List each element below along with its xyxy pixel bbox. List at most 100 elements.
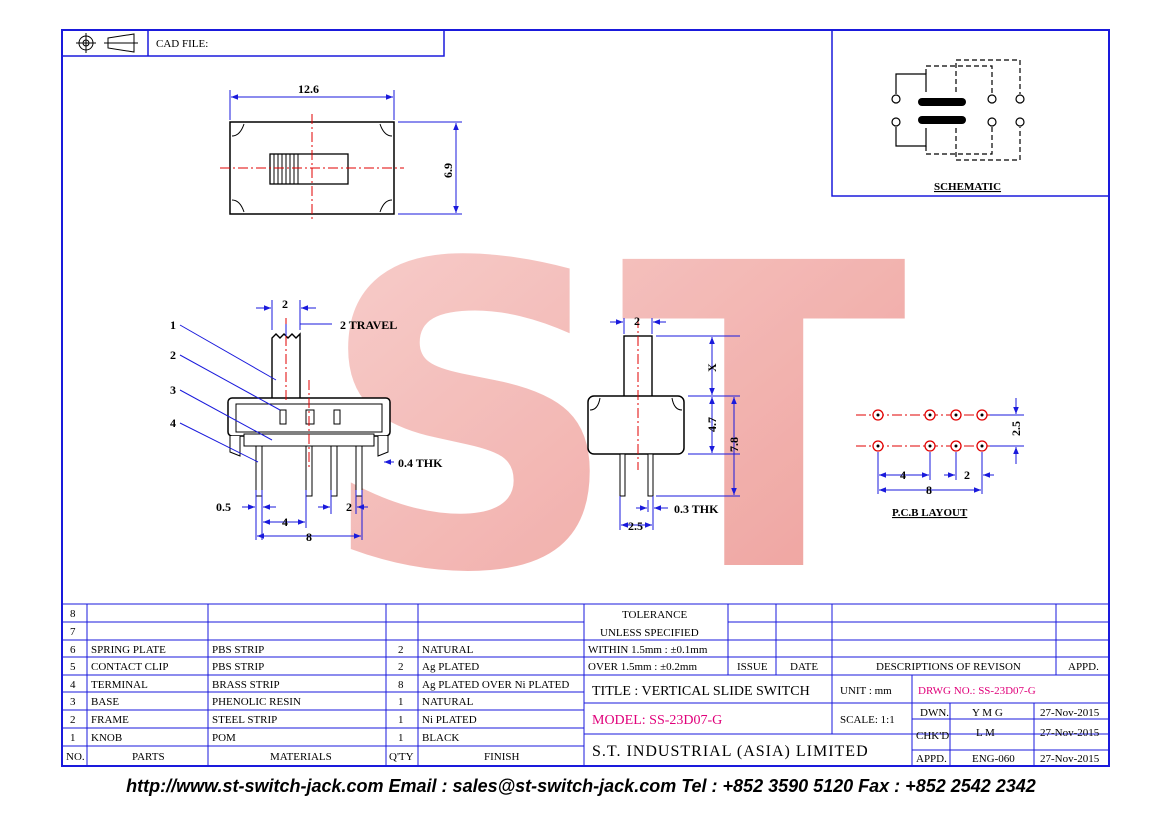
pcb-dim-8: 8 <box>926 483 932 497</box>
dim-4: 4 <box>282 515 288 529</box>
parts-cell-finish: Ag PLATED OVER Ni PLATED <box>422 679 569 691</box>
parts-cell-finish: NATURAL <box>422 644 474 656</box>
appd-name: ENG-060 <box>972 753 1015 765</box>
parts-cell-finish: NATURAL <box>422 696 474 708</box>
parts-header-row: NO. PARTS MATERIALS Q'TY FINISH <box>66 751 520 763</box>
dim-knob-width: 2 <box>282 297 288 311</box>
appd-date: 27-Nov-2015 <box>1040 753 1100 765</box>
dim-05: 0.5 <box>216 500 231 514</box>
parts-cell-finish: Ni PLATED <box>422 714 477 726</box>
pcb-dim-2: 2 <box>964 468 970 482</box>
tolerance-over: OVER 1.5mm : ±0.2mm <box>588 661 697 673</box>
header-no: NO. <box>66 751 85 763</box>
callout-3: 3 <box>170 383 176 397</box>
drwg-no: DRWG NO.: SS-23D07-G <box>918 685 1036 697</box>
header-finish: FINISH <box>484 751 520 763</box>
parts-table <box>62 603 585 766</box>
header-parts: PARTS <box>132 751 165 763</box>
pcb-layout: 2.5 4 2 8 P.C.B LAYOUT <box>856 398 1024 519</box>
pcb-dim-25: 2.5 <box>1009 421 1023 436</box>
dim-height: 6.9 <box>441 163 455 178</box>
side-view: 2 X 4.7 7.8 0.3 THK 2.5 <box>587 314 741 533</box>
side-dim-47: 4.7 <box>705 417 719 432</box>
parts-cell-qty: 2 <box>398 661 404 673</box>
parts-cell-material: POM <box>212 732 236 744</box>
parts-cell-qty: 1 <box>398 714 404 726</box>
parts-cell-no: 7 <box>70 626 76 638</box>
dwn-label: DWN. <box>920 707 949 719</box>
side-dim-2: 2 <box>634 314 640 328</box>
parts-cell-no: 3 <box>70 696 76 708</box>
tolerance-within: WITHIN 1.5mm : ±0.1mm <box>588 644 708 656</box>
rev-date: DATE <box>790 661 818 673</box>
pcb-label: P.C.B LAYOUT <box>892 507 968 519</box>
parts-cell-qty: 8 <box>398 679 404 691</box>
parts-cell-material: PBS STRIP <box>212 661 264 673</box>
dim-8: 8 <box>306 530 312 544</box>
appd-label: APPD. <box>916 753 947 765</box>
parts-cell-no: 2 <box>70 714 76 726</box>
dim-thk: 0.4 THK <box>398 456 443 470</box>
parts-cell-material: PBS STRIP <box>212 644 264 656</box>
parts-cell-no: 6 <box>70 644 76 656</box>
chk-date: 27-Nov-2015 <box>1040 727 1100 739</box>
rev-appd: APPD. <box>1068 661 1099 673</box>
dwn-name: Y M G <box>972 707 1003 719</box>
header-qty: Q'TY <box>389 751 414 763</box>
cad-file-header: CAD FILE: <box>61 29 445 57</box>
travel-label: 2 TRAVEL <box>340 318 397 332</box>
unit-text: UNIT : mm <box>840 685 892 697</box>
rev-desc: DESCRIPTIONS OF REVISON <box>876 661 1021 673</box>
schematic-panel: SCHEMATIC <box>831 29 1110 197</box>
parts-cell-part: CONTACT CLIP <box>91 661 168 673</box>
parts-cell-part: BASE <box>91 696 119 708</box>
top-view: 12.6 6.9 <box>220 82 462 222</box>
model-text: MODEL: SS-23D07-G <box>592 713 722 728</box>
chk-label: CHK'D <box>916 730 949 742</box>
parts-cell-qty: 2 <box>398 644 404 656</box>
parts-cell-part: SPRING PLATE <box>91 644 166 656</box>
parts-cell-finish: BLACK <box>422 732 459 744</box>
parts-cell-no: 5 <box>70 661 76 673</box>
parts-cell-qty: 1 <box>398 732 404 744</box>
parts-cell-material: STEEL STRIP <box>212 714 277 726</box>
tolerance-subtitle: UNLESS SPECIFIED <box>600 627 699 639</box>
parts-cell-qty: 1 <box>398 696 404 708</box>
scale-text: SCALE: 1:1 <box>840 714 895 726</box>
side-dim-78: 7.8 <box>727 437 741 452</box>
parts-cell-no: 4 <box>70 679 76 691</box>
side-dim-25: 2.5 <box>628 519 643 533</box>
front-view: 2 2 TRAVEL 1 2 3 4 0.4 THK 0.5 4 2 8 <box>170 297 443 544</box>
header-materials: MATERIALS <box>270 751 332 763</box>
chk-name: L M <box>976 727 995 739</box>
tolerance-title: TOLERANCE <box>622 609 687 621</box>
parts-cell-part: KNOB <box>91 732 122 744</box>
side-dim-03: 0.3 THK <box>674 502 719 516</box>
parts-cell-material: BRASS STRIP <box>212 679 280 691</box>
parts-cell-material: PHENOLIC RESIN <box>212 696 301 708</box>
parts-cell-part: FRAME <box>91 714 129 726</box>
title-text: TITLE : VERTICAL SLIDE SWITCH <box>592 684 810 699</box>
callout-1: 1 <box>170 318 176 332</box>
contact-footer: http://www.st-switch-jack.com Email : sa… <box>126 776 1036 796</box>
rev-issue: ISSUE <box>737 661 768 673</box>
parts-cell-part: TERMINAL <box>91 679 148 691</box>
callout-4: 4 <box>170 416 176 430</box>
company-name: S.T. INDUSTRIAL (ASIA) LIMITED <box>592 743 869 760</box>
dwn-date: 27-Nov-2015 <box>1040 707 1100 719</box>
projection-symbol-icon <box>76 33 138 53</box>
schematic-label: SCHEMATIC <box>934 181 1001 193</box>
dim-2: 2 <box>346 500 352 514</box>
side-dim-x: X <box>705 363 719 372</box>
cad-file-label: CAD FILE: <box>156 38 208 50</box>
parts-cell-finish: Ag PLATED <box>422 661 479 673</box>
outer-frame <box>61 29 1110 767</box>
parts-cell-no: 8 <box>70 608 76 620</box>
parts-cell-no: 1 <box>70 732 76 744</box>
callout-2: 2 <box>170 348 176 362</box>
tolerance-revision-block: TOLERANCE UNLESS SPECIFIED WITHIN 1.5mm … <box>584 603 1109 766</box>
pcb-dim-4: 4 <box>900 468 906 482</box>
dim-width: 12.6 <box>298 82 319 96</box>
